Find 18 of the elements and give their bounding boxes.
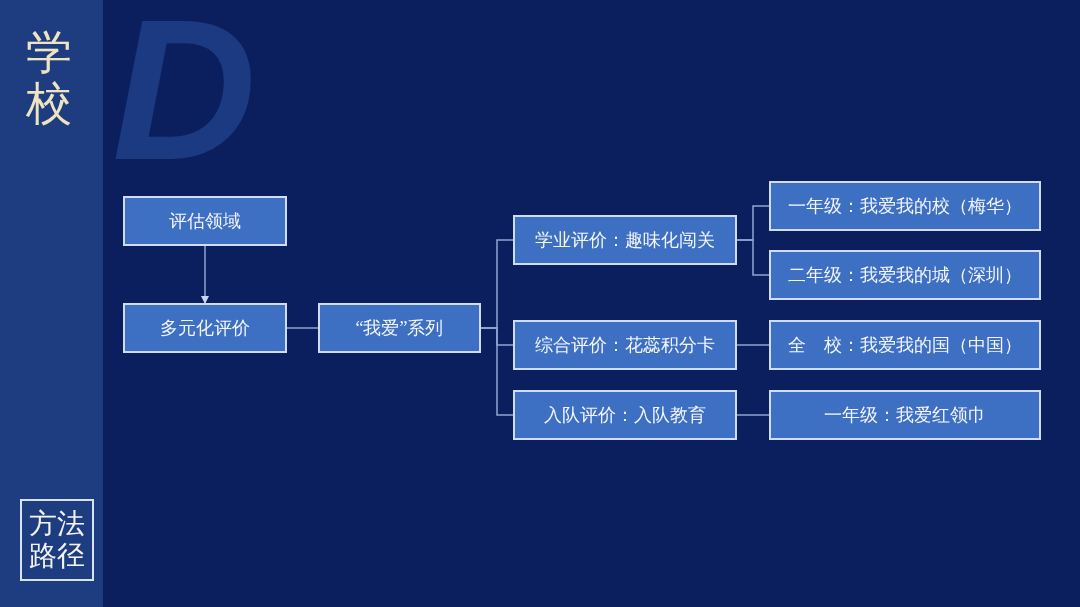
- process-box: 综合评价：花蕊积分卡: [513, 320, 737, 370]
- process-box: 二年级：我爱我的城（深圳）: [769, 250, 1041, 300]
- process-box: 入队评价：入队教育: [513, 390, 737, 440]
- connector-line: [201, 245, 209, 304]
- process-box: 多元化评价: [123, 303, 287, 353]
- connector-line: [736, 239, 770, 276]
- process-box: 一年级：我爱红领巾: [769, 390, 1041, 440]
- section-label-box: 方法路径: [20, 499, 94, 581]
- connector-line: [480, 327, 514, 416]
- connector-line: [736, 414, 770, 416]
- process-box: 全 校：我爱我的国（中国）: [769, 320, 1041, 370]
- title: 学校: [26, 28, 72, 130]
- connector-line: [736, 344, 770, 346]
- process-box: 学业评价：趣味化闯关: [513, 215, 737, 265]
- process-box: 一年级：我爱我的校（梅华）: [769, 181, 1041, 231]
- connector-line: [286, 327, 319, 329]
- process-box: “我爱”系列: [318, 303, 481, 353]
- process-box: 评估领域: [123, 196, 287, 246]
